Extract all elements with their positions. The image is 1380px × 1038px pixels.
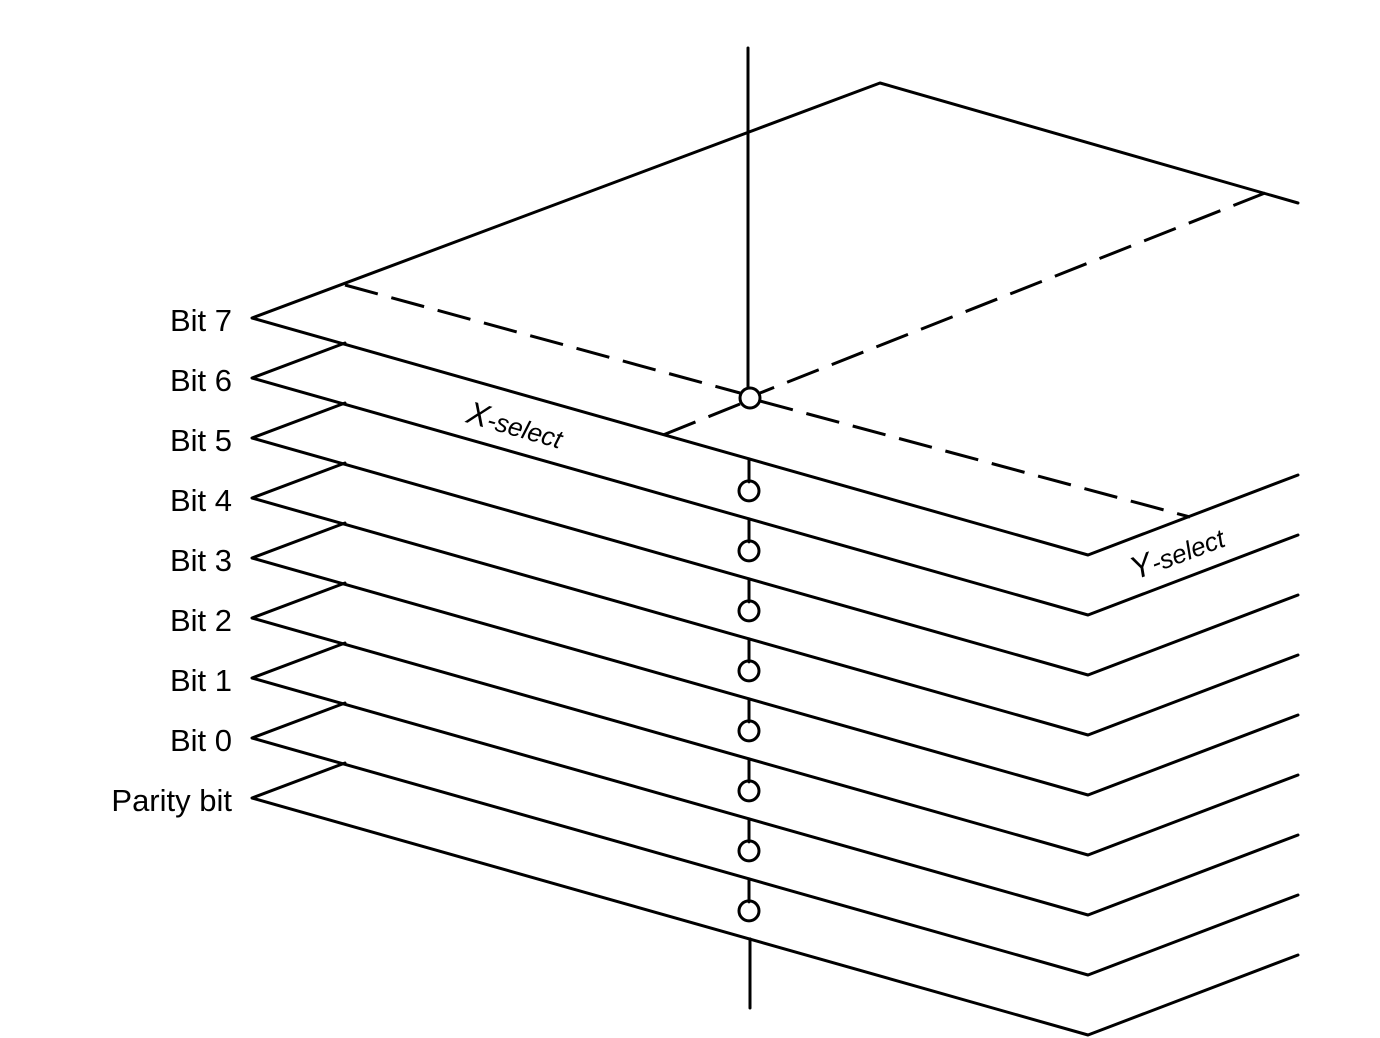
bit-label: Parity bit bbox=[111, 783, 232, 818]
memory-plane bbox=[250, 701, 1300, 977]
magnetic-core bbox=[737, 659, 761, 683]
magnetic-core bbox=[737, 599, 761, 623]
memory-plane bbox=[250, 581, 1300, 857]
y-select-line bbox=[759, 191, 1266, 395]
bit-label: Bit 5 bbox=[170, 423, 232, 458]
magnetic-core bbox=[737, 899, 761, 923]
memory-plane bbox=[250, 521, 1300, 797]
y-select-line bbox=[662, 402, 741, 437]
memory-plane bbox=[250, 641, 1300, 917]
x-select-line bbox=[759, 399, 1191, 519]
selected-core bbox=[738, 386, 762, 410]
memory-plane bbox=[250, 761, 1300, 1037]
magnetic-core bbox=[737, 839, 761, 863]
bit-label: Bit 1 bbox=[170, 663, 232, 698]
bit-label: Bit 3 bbox=[170, 543, 232, 578]
memory-plane bbox=[250, 81, 1300, 557]
y-select-label: Y-select bbox=[1125, 518, 1231, 587]
memory-plane bbox=[250, 401, 1300, 677]
bit-label: Bit 7 bbox=[170, 303, 232, 338]
bit-label: Bit 0 bbox=[170, 723, 232, 758]
bit-label: Bit 2 bbox=[170, 603, 232, 638]
memory-plane bbox=[250, 341, 1300, 617]
magnetic-core bbox=[737, 479, 761, 503]
magnetic-core bbox=[737, 779, 761, 803]
bit-label: Bit 6 bbox=[170, 363, 232, 398]
x-select-line bbox=[344, 283, 741, 395]
bit-label: Bit 4 bbox=[170, 483, 232, 518]
memory-plane bbox=[250, 461, 1300, 737]
magnetic-core bbox=[737, 539, 761, 563]
magnetic-core bbox=[737, 719, 761, 743]
